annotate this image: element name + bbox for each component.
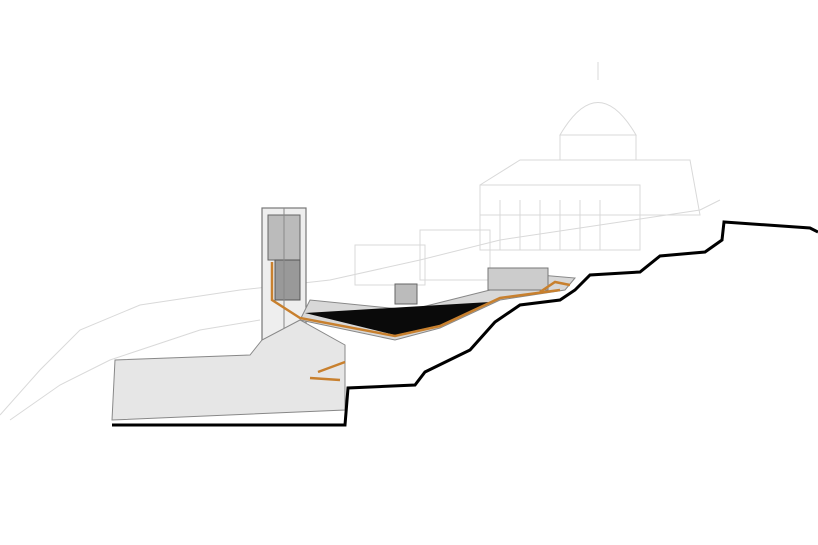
hillside-outline xyxy=(0,199,721,416)
ghost-background-buildings xyxy=(0,62,721,421)
timber-accents xyxy=(270,262,571,382)
basilica-dome xyxy=(559,62,637,161)
lower-hall xyxy=(111,319,346,421)
hillside-outline-2 xyxy=(9,319,261,421)
lower-buildings xyxy=(354,229,491,286)
basilica-body xyxy=(479,159,701,251)
small-pavilion xyxy=(394,283,418,305)
reflecting-pool xyxy=(305,302,490,335)
upper-pavilion xyxy=(487,267,549,291)
ground-section-line xyxy=(112,220,818,427)
